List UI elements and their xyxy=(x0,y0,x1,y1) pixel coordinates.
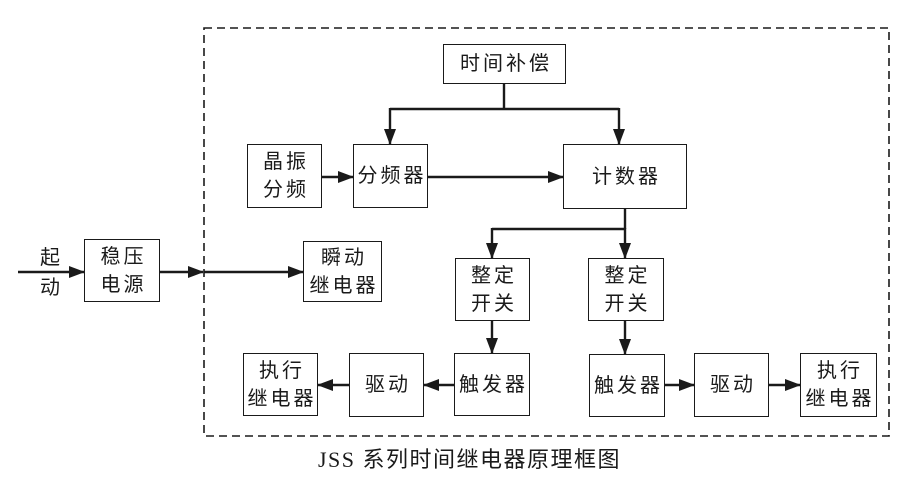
start-label-line: 动 xyxy=(40,277,61,299)
node-executive-relay-right: 执行 继电器 xyxy=(800,353,877,417)
node-label: 触发器 xyxy=(594,374,663,397)
node-setting-switch-left: 整定 开关 xyxy=(455,258,530,321)
node-label: 瞬动 xyxy=(321,246,367,269)
node-label: 晶振 xyxy=(263,151,309,173)
node-label: 开关 xyxy=(604,292,651,315)
node-drive-right: 驱动 xyxy=(694,353,769,417)
node-label: 分频 xyxy=(263,179,309,201)
node-setting-switch-right: 整定 开关 xyxy=(588,258,664,321)
node-trigger-right: 触发器 xyxy=(589,354,665,417)
node-label: 驱动 xyxy=(710,374,756,396)
node-label: 触发器 xyxy=(459,373,528,396)
node-trigger-left: 触发器 xyxy=(454,353,530,416)
node-label: 执行 xyxy=(817,360,863,382)
node-drive-left: 驱动 xyxy=(349,353,424,417)
node-counter: 计数器 xyxy=(563,144,687,209)
node-label: 驱动 xyxy=(365,374,411,396)
node-label: 开关 xyxy=(471,292,517,315)
node-label: 继电器 xyxy=(805,388,875,410)
node-time-compensation: 时间补偿 xyxy=(443,44,566,84)
node-label: 继电器 xyxy=(247,387,317,410)
node-regulated-power-supply: 稳压 电源 xyxy=(84,239,160,302)
node-frequency-divider: 分频器 xyxy=(353,144,428,208)
node-label: 计数器 xyxy=(592,165,661,188)
start-label-line: 起 xyxy=(40,247,61,269)
diagram-caption: JSS 系列时间继电器原理框图 xyxy=(318,447,622,472)
node-label: 执行 xyxy=(259,359,305,382)
start-label: 起 动 xyxy=(34,243,64,303)
node-instantaneous-relay: 瞬动 继电器 xyxy=(303,241,382,302)
node-label: 整定 xyxy=(471,264,517,287)
node-executive-relay-left: 执行 继电器 xyxy=(243,353,318,416)
node-label: 继电器 xyxy=(309,274,379,297)
node-label: 分频器 xyxy=(357,165,427,187)
node-label: 整定 xyxy=(604,264,651,287)
node-label: 稳压 xyxy=(100,245,147,268)
node-label: 时间补偿 xyxy=(460,53,552,75)
dashed-boundary xyxy=(203,27,890,437)
node-crystal-osc-divider: 晶振 分频 xyxy=(247,144,322,208)
node-label: 电源 xyxy=(100,273,147,296)
